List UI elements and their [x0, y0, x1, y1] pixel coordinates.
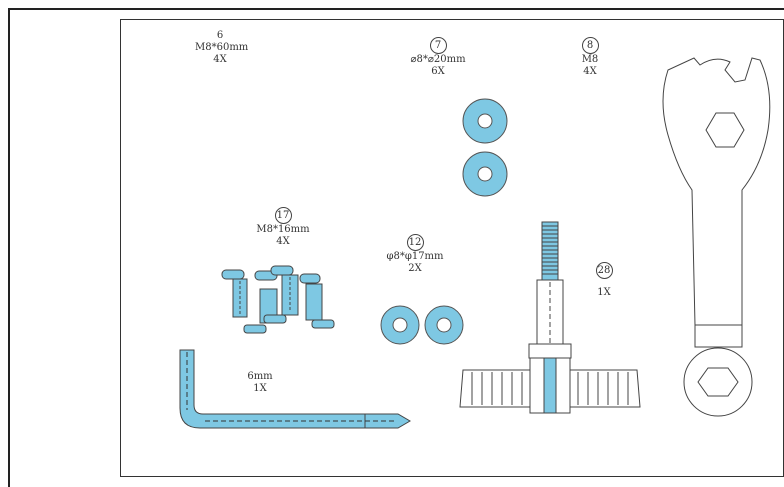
allen-key-size: 6mm	[247, 371, 273, 382]
bolt-icon	[221, 265, 335, 334]
part-17-label: 17 M8*16mm 4X	[254, 207, 312, 248]
part-17-number: 17	[274, 207, 292, 224]
part-6-qty: 4X	[213, 54, 227, 65]
washer-icon	[462, 151, 508, 197]
part-28-qty: 1X	[597, 287, 611, 298]
part-8-qty: 4X	[583, 66, 597, 77]
part-12-number: 12	[406, 234, 424, 251]
part-28-label: 28 1X	[588, 262, 620, 299]
part-12-spec: φ8*φ17mm	[386, 251, 444, 262]
part-8-number: 8	[581, 37, 599, 54]
part-12-label: 12 φ8*φ17mm 2X	[380, 234, 450, 275]
part-6-label: 6 M8*60mm 4X	[195, 30, 249, 66]
part-12-qty: 2X	[408, 263, 422, 274]
part-8-spec: M8	[581, 54, 599, 65]
part-17-spec: M8*16mm	[256, 224, 310, 235]
part-7-qty: 6X	[431, 66, 445, 77]
washer-icon	[380, 305, 420, 345]
part-7-label: 7 ⌀8*⌀20mm 6X	[403, 37, 473, 78]
page-frame	[8, 8, 784, 487]
allen-key-label: 6mm 1X	[240, 371, 280, 395]
part-6-spec: M8*60mm	[195, 42, 249, 53]
part-17-qty: 4X	[276, 236, 290, 247]
washer-icon	[424, 305, 464, 345]
part-8-label: 8 M8 4X	[570, 37, 610, 78]
part-6-number: 6	[216, 30, 224, 41]
allen-key-qty: 1X	[253, 383, 267, 394]
wrench-icon	[662, 57, 771, 417]
part-28-number: 28	[595, 262, 613, 279]
part-7-spec: ⌀8*⌀20mm	[410, 54, 466, 65]
allen-key-icon	[179, 349, 411, 429]
knob-screw-icon	[459, 221, 641, 414]
washer-icon	[462, 98, 508, 144]
part-7-number: 7	[429, 37, 447, 54]
